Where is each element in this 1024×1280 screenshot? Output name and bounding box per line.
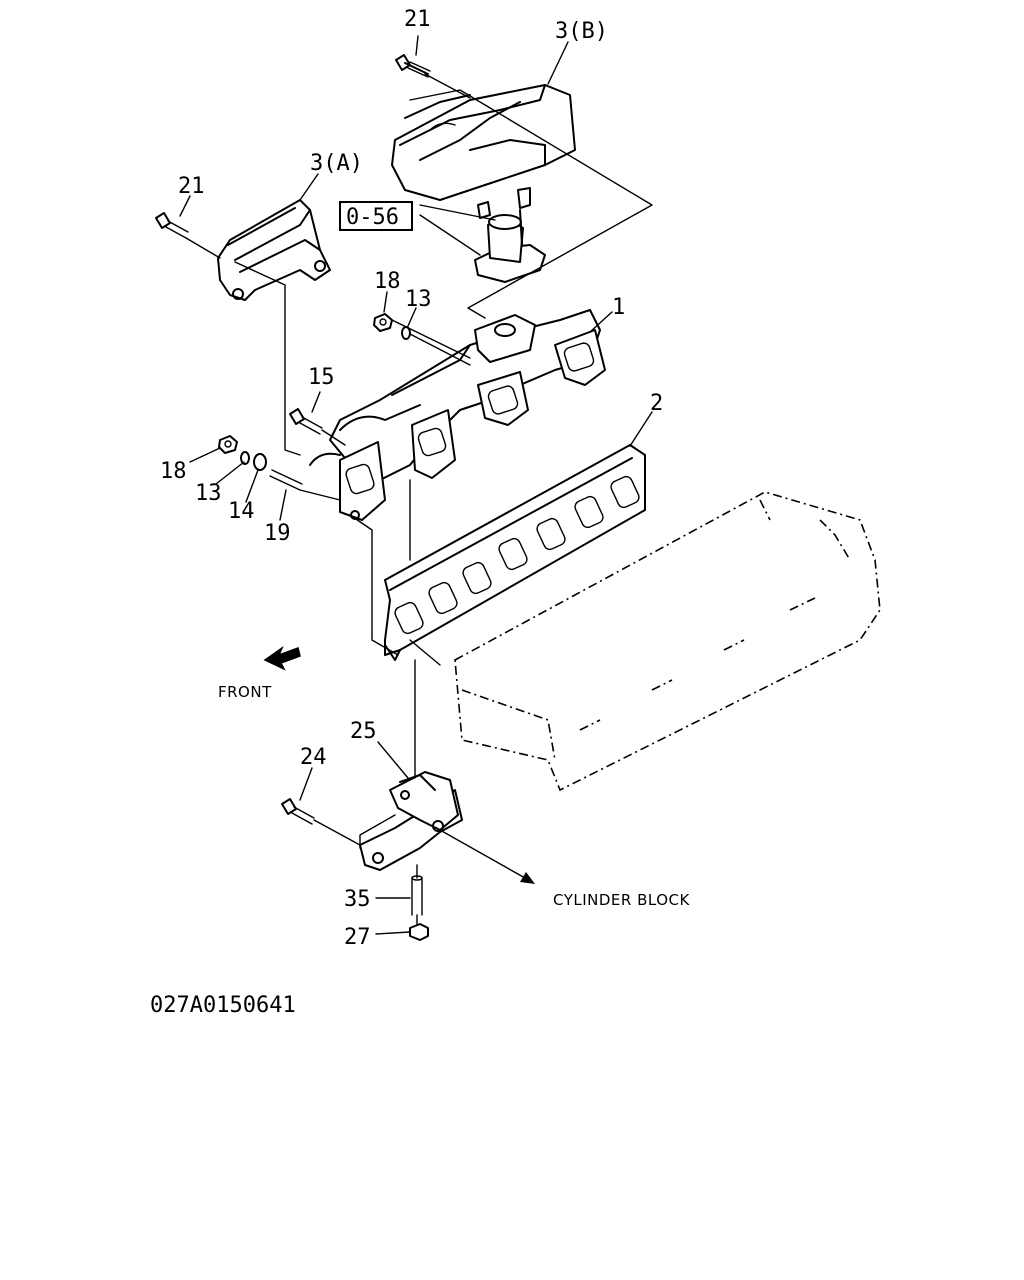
callout-27: 27 [344, 925, 371, 950]
water-outlet-assembly [474, 187, 546, 283]
fasteners [155, 54, 431, 941]
front-label: FRONT [218, 683, 272, 701]
cylinder-block-label: CYLINDER BLOCK [553, 891, 690, 909]
callout-1: 1 [612, 295, 625, 320]
cylinder-head-outline [454, 491, 881, 792]
bracket-25 [359, 771, 463, 871]
leader-lines [179, 35, 653, 935]
bolt-24 [281, 798, 315, 825]
reference-box [339, 201, 413, 231]
nut-27 [409, 923, 429, 941]
callout-18-top: 18 [374, 269, 401, 294]
callout-13-left: 13 [195, 481, 222, 506]
assembly-lines [185, 73, 653, 926]
nut-18-top [373, 313, 393, 332]
callout-3a: 3(A) [310, 151, 363, 176]
exhaust-manifold [309, 309, 606, 521]
stud-19 [269, 469, 303, 491]
stud-35 [411, 875, 423, 916]
callout-25: 25 [350, 719, 377, 744]
callout-21-top: 21 [404, 7, 431, 32]
callout-13-top: 13 [405, 287, 432, 312]
bolt-15 [289, 408, 323, 435]
callout-2: 2 [650, 391, 663, 416]
heat-shield-3a [217, 199, 331, 301]
bolt-21-top [395, 54, 431, 78]
drawing-code: 027A0150641 [150, 993, 296, 1018]
nut-18-left [218, 435, 238, 454]
callout-21-left: 21 [178, 174, 205, 199]
washer-14 [253, 453, 267, 471]
exhaust-gasket [384, 444, 646, 661]
callout-15: 15 [308, 365, 335, 390]
callout-14: 14 [228, 499, 255, 524]
cylinder-block-arrow-icon [439, 829, 535, 884]
washer-13-left [240, 451, 250, 465]
callout-18-left: 18 [160, 459, 187, 484]
callout-19: 19 [264, 521, 291, 546]
callout-24: 24 [300, 745, 327, 770]
front-arrow-icon [263, 645, 301, 671]
callout-3b: 3(B) [555, 19, 608, 44]
callout-35: 35 [344, 887, 371, 912]
bolt-21-left [155, 212, 189, 239]
ref-box-label: 0-56 [346, 205, 399, 230]
heat-shield-3b [391, 84, 576, 201]
